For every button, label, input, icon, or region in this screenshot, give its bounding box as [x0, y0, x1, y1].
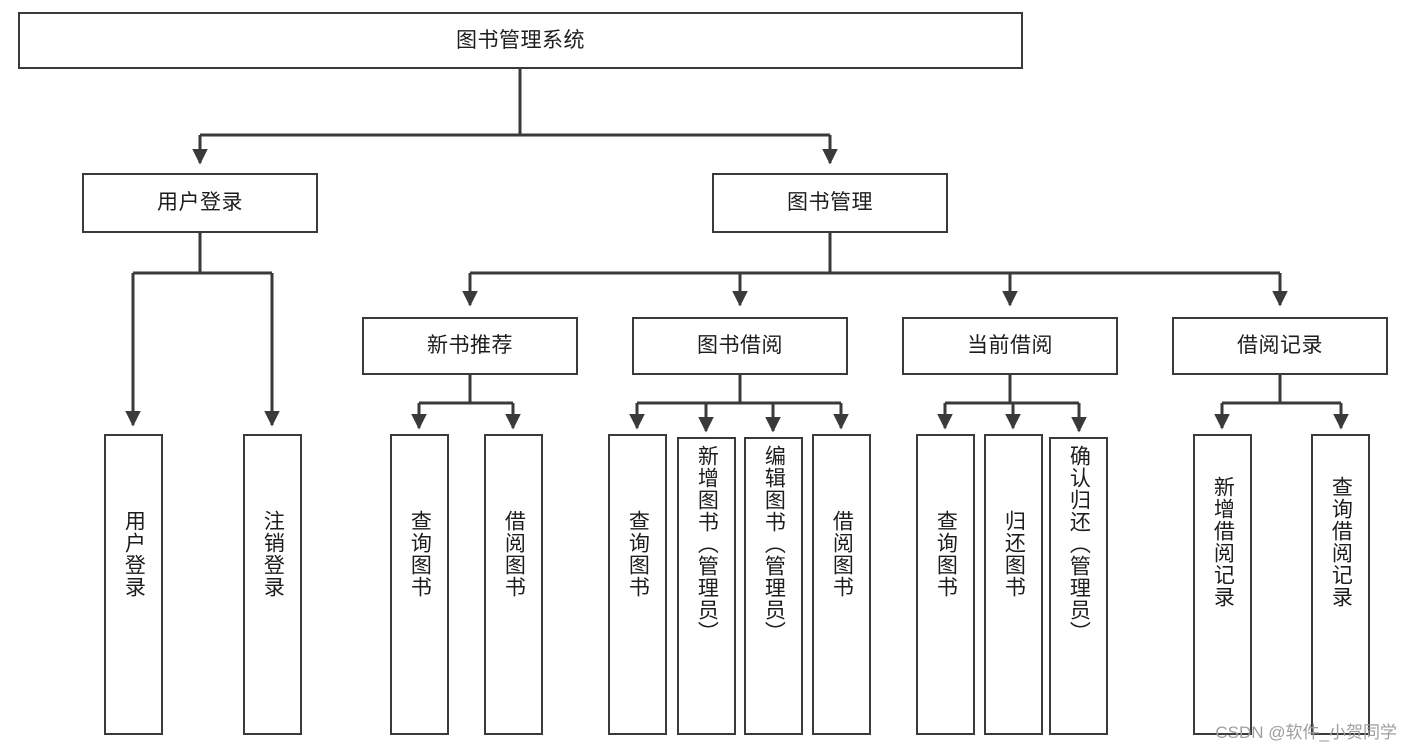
leaf-add-book-admin-label: 新增图书（管理员）	[695, 445, 719, 643]
leaf-query-book-1-label: 查询图书	[408, 510, 432, 598]
node-book-management-label: 图书管理	[787, 191, 873, 215]
node-borrow-record-label: 借阅记录	[1237, 334, 1323, 358]
node-root-label: 图书管理系统	[456, 28, 585, 52]
leaf-borrow-book-1[interactable]: 借阅图书	[484, 434, 543, 735]
leaf-add-borrow-record[interactable]: 新增借阅记录	[1193, 434, 1252, 735]
leaf-return-book-label: 归还图书	[1002, 510, 1026, 598]
leaf-logout-label: 注销登录	[261, 510, 285, 598]
node-user-login[interactable]: 用户登录	[82, 173, 318, 233]
leaf-confirm-return-admin[interactable]: 确认归还（管理员）	[1049, 437, 1108, 735]
leaf-return-book[interactable]: 归还图书	[984, 434, 1043, 735]
node-new-book-recommend-label: 新书推荐	[427, 334, 513, 358]
leaf-query-book-2-label: 查询图书	[626, 510, 650, 598]
leaf-query-book-2[interactable]: 查询图书	[608, 434, 667, 735]
leaf-borrow-book-1-label: 借阅图书	[502, 510, 526, 598]
leaf-borrow-book-2-label: 借阅图书	[830, 510, 854, 598]
leaf-query-borrow-record[interactable]: 查询借阅记录	[1311, 434, 1370, 735]
node-root[interactable]: 图书管理系统	[18, 12, 1023, 69]
node-new-book-recommend[interactable]: 新书推荐	[362, 317, 578, 375]
node-book-management[interactable]: 图书管理	[712, 173, 948, 233]
leaf-user-login[interactable]: 用户登录	[104, 434, 163, 735]
leaf-add-book-admin[interactable]: 新增图书（管理员）	[677, 437, 736, 735]
leaf-borrow-book-2[interactable]: 借阅图书	[812, 434, 871, 735]
leaf-query-borrow-record-label: 查询借阅记录	[1329, 476, 1353, 608]
leaf-add-borrow-record-label: 新增借阅记录	[1211, 476, 1235, 608]
leaf-logout[interactable]: 注销登录	[243, 434, 302, 735]
node-borrow-record[interactable]: 借阅记录	[1172, 317, 1388, 375]
leaf-query-book-3[interactable]: 查询图书	[916, 434, 975, 735]
node-current-borrow-label: 当前借阅	[967, 334, 1053, 358]
leaf-query-book-3-label: 查询图书	[934, 510, 958, 598]
node-user-login-label: 用户登录	[157, 191, 243, 215]
leaf-query-book-1[interactable]: 查询图书	[390, 434, 449, 735]
leaf-edit-book-admin[interactable]: 编辑图书（管理员）	[744, 437, 803, 735]
node-current-borrow[interactable]: 当前借阅	[902, 317, 1118, 375]
node-book-borrow[interactable]: 图书借阅	[632, 317, 848, 375]
leaf-edit-book-admin-label: 编辑图书（管理员）	[762, 445, 786, 643]
leaf-user-login-label: 用户登录	[122, 510, 146, 598]
node-book-borrow-label: 图书借阅	[697, 334, 783, 358]
leaf-confirm-return-admin-label: 确认归还（管理员）	[1067, 445, 1091, 643]
